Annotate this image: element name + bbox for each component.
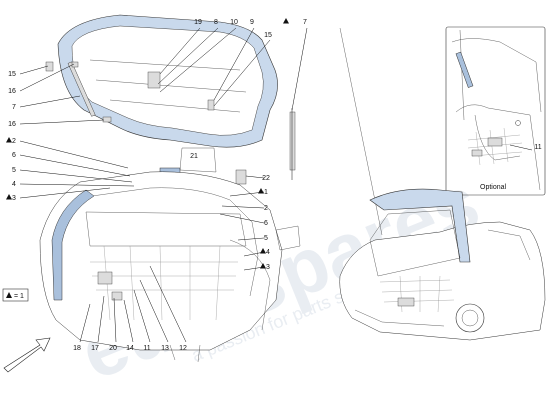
triangle-mark-icon	[260, 248, 266, 254]
triangle-mark-icon	[283, 18, 289, 24]
callout-4: 4	[266, 249, 270, 256]
rear-body-main	[39, 171, 301, 363]
callout-2: 2	[264, 205, 268, 212]
callout-4: 4	[12, 181, 16, 188]
callout-5: 5	[12, 167, 16, 174]
callout-12: 12	[179, 345, 187, 352]
callout-9: 9	[250, 19, 254, 26]
callout-11: 11	[534, 144, 541, 151]
triangle-mark-icon	[260, 263, 266, 269]
callout-5: 5	[264, 235, 268, 242]
callout-22: 22	[262, 175, 270, 182]
callout-6: 6	[12, 152, 16, 159]
callout-15: 15	[264, 32, 272, 39]
legend-triangle-icon	[6, 292, 12, 298]
callout-18: 18	[73, 345, 81, 352]
callout-7: 7	[303, 19, 307, 26]
callout-16: 16	[8, 121, 16, 128]
optional-inset: Optional	[445, 26, 546, 196]
triangle-mark-icon	[6, 194, 12, 200]
callout-2: 2	[12, 138, 16, 145]
optional-label: Optional	[480, 184, 507, 191]
tailgate-lid	[57, 14, 278, 148]
gas-struts	[67, 61, 296, 180]
callout-15: 15	[8, 71, 16, 78]
callout-20: 20	[109, 345, 117, 352]
callout-19: 19	[194, 19, 202, 26]
callout-21: 21	[190, 153, 198, 160]
callout-3: 3	[12, 195, 16, 202]
callout-1: 1	[264, 189, 268, 196]
triangle-mark-icon	[6, 137, 12, 143]
car-overview	[339, 188, 546, 341]
callout-7: 7	[12, 104, 16, 111]
callout-14: 14	[126, 345, 134, 352]
callout-17: 17	[91, 345, 99, 352]
callout-8: 8	[214, 19, 218, 26]
legend-text: = 1	[14, 293, 24, 300]
callout-16: 16	[8, 88, 16, 95]
callout-13: 13	[161, 345, 169, 352]
callout-11: 11	[143, 345, 150, 352]
triangle-mark-icon	[258, 188, 264, 194]
callout-10: 10	[230, 19, 238, 26]
legend-box: = 1	[2, 288, 29, 302]
triangle-marks	[6, 18, 289, 269]
callout-3: 3	[266, 264, 270, 271]
direction-arrow	[3, 337, 51, 373]
leader-lines	[19, 27, 308, 343]
callout-6: 6	[264, 220, 268, 227]
